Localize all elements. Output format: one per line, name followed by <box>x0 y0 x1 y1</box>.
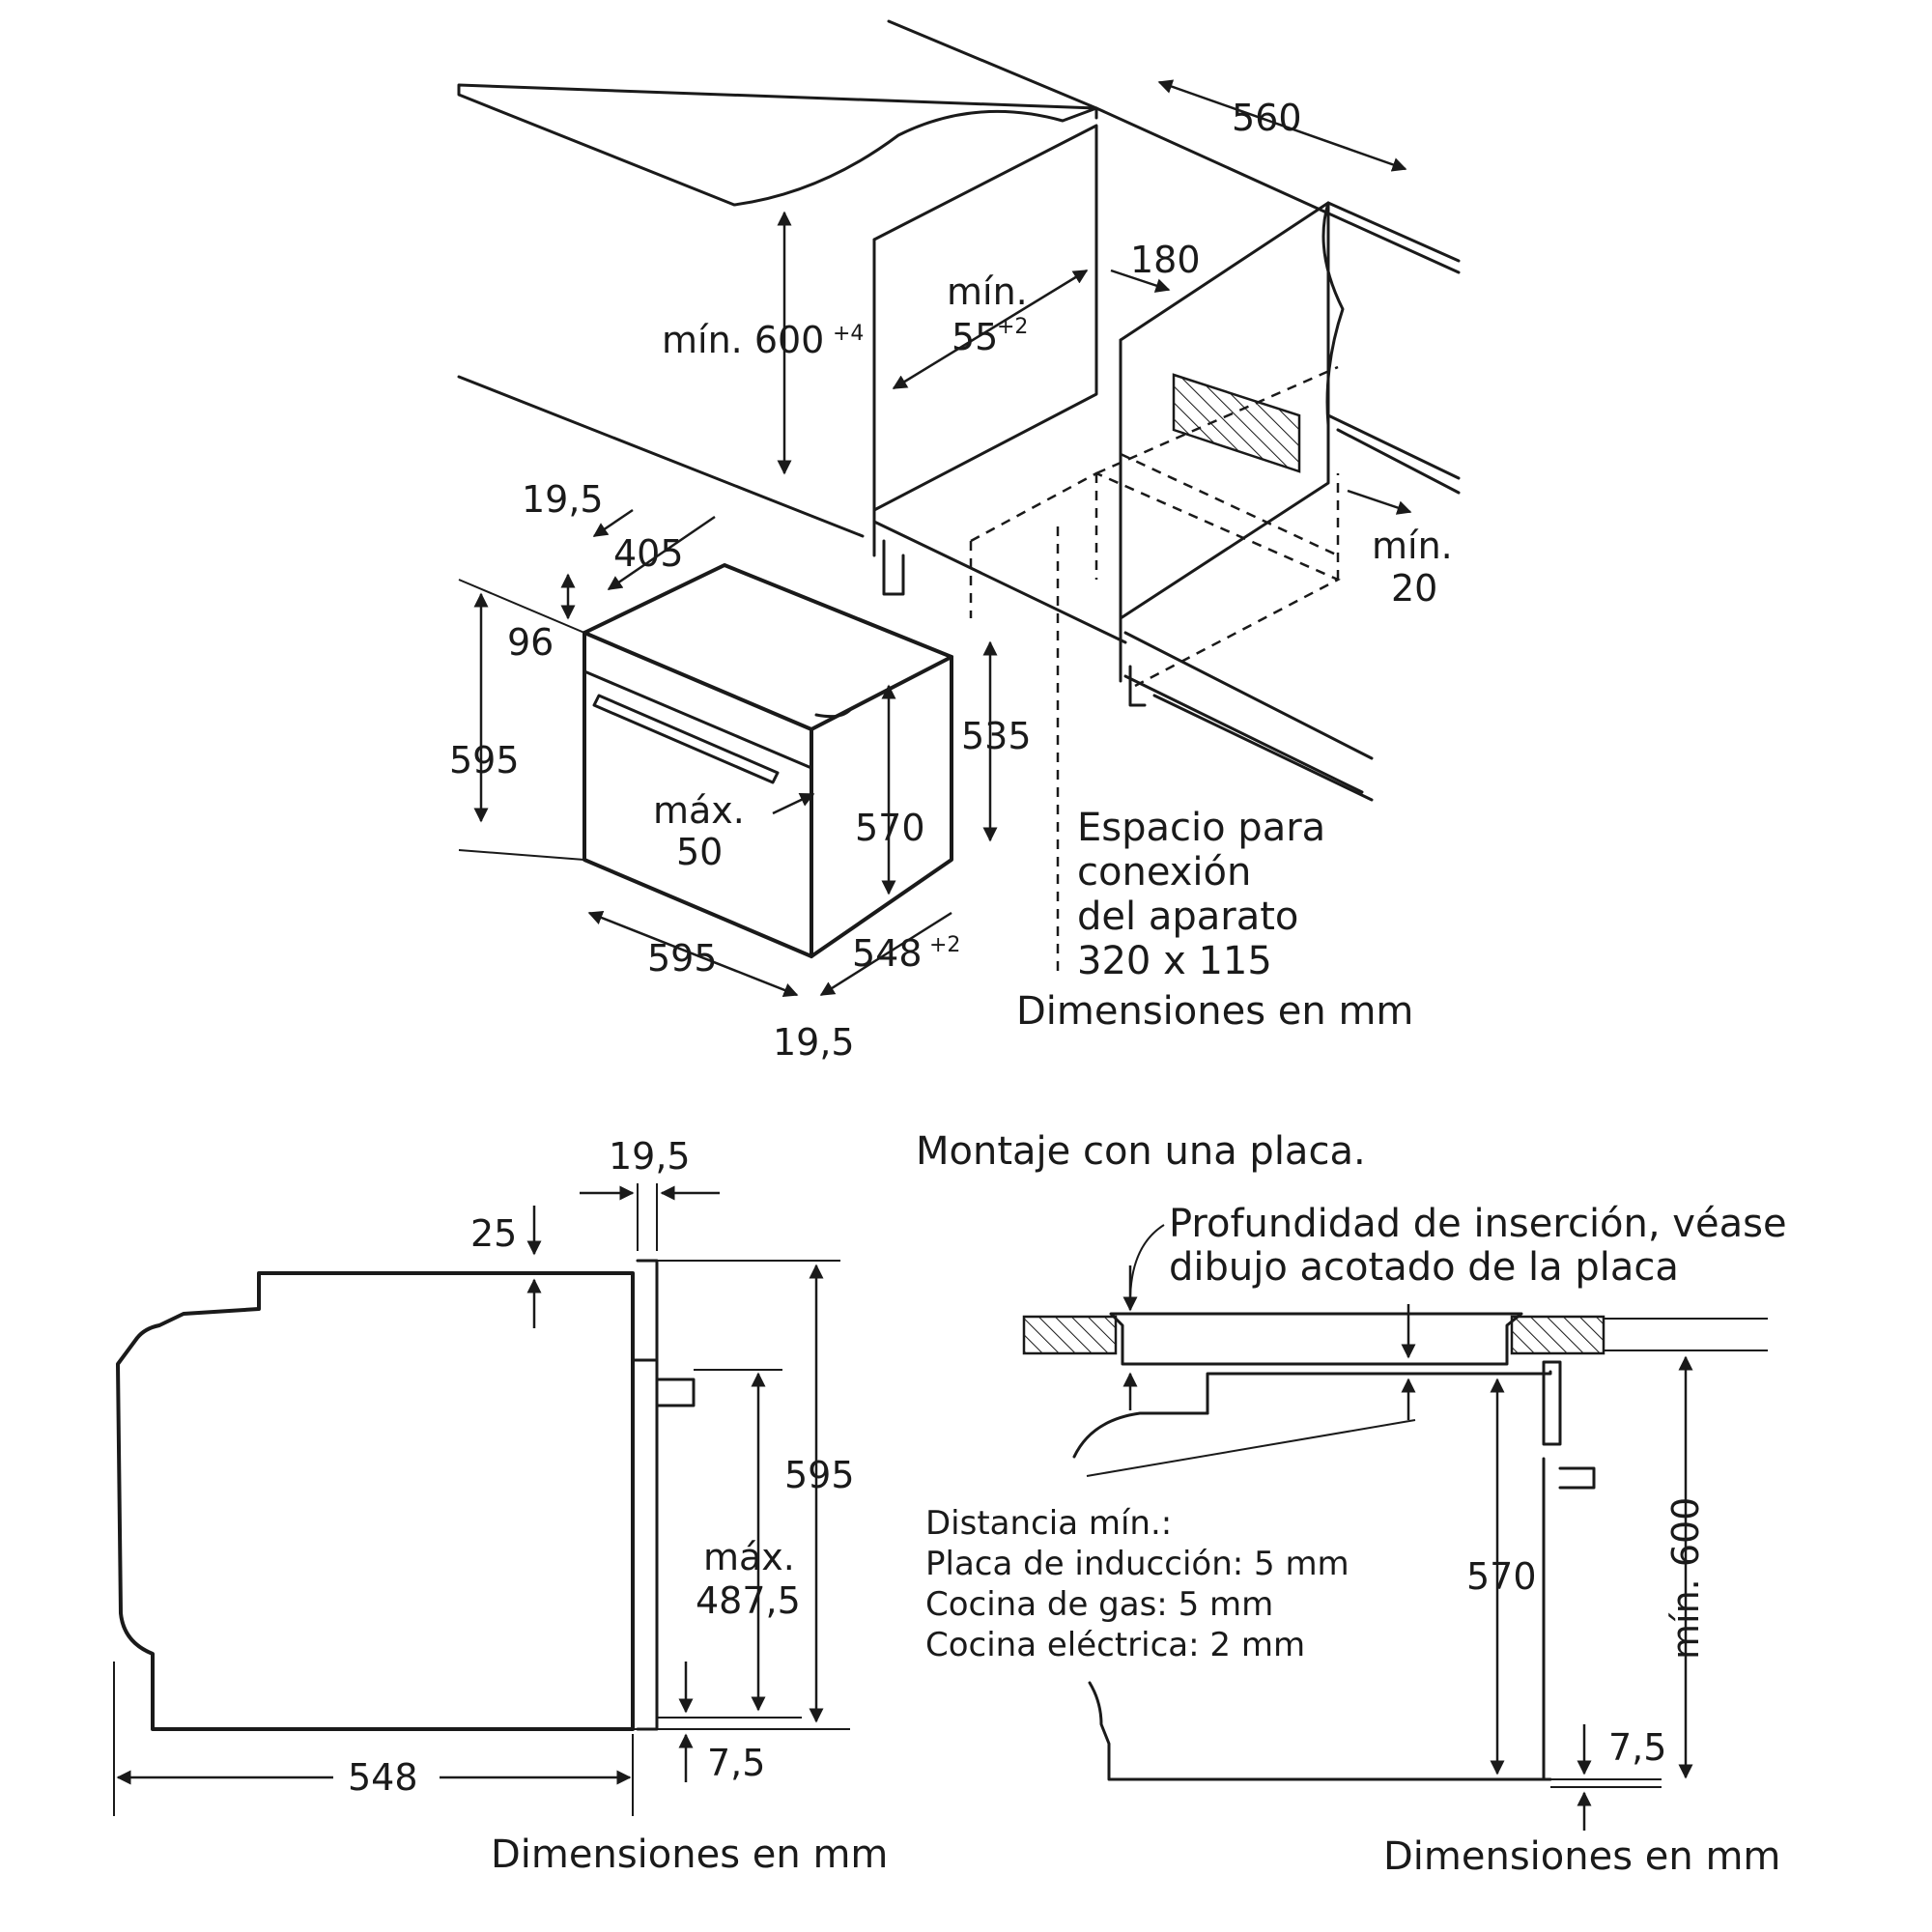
side-view: 19,5 25 595 máx. 487,5 7,5 548 Dimension… <box>113 1135 888 1877</box>
ext-line-1 <box>458 579 585 634</box>
dim-548-line <box>819 911 952 997</box>
dim-595-bottom-line <box>587 910 799 998</box>
side-label-548: 548 <box>348 1756 418 1799</box>
label-595-bottom: 595 <box>647 937 718 980</box>
oven-knob <box>655 1378 696 1407</box>
label-535: 535 <box>961 715 1032 757</box>
label-595-left: 595 <box>449 739 520 781</box>
label-55: 55 <box>952 316 998 358</box>
label-max50-1: máx. <box>653 789 745 832</box>
oven-outline-dashed-2 <box>1095 365 1339 557</box>
dist-electric: Cocina eléctrica: 2 mm <box>925 1626 1305 1664</box>
label-min600-tol: +4 <box>833 322 864 346</box>
hob-label-570: 570 <box>1466 1555 1537 1598</box>
dist-induction: Placa de inducción: 5 mm <box>925 1545 1350 1583</box>
dim-19-5-line <box>592 508 634 538</box>
base-line-1 <box>457 375 865 538</box>
hob-label-7-5: 7,5 <box>1608 1726 1666 1769</box>
label-19-5-top: 19,5 <box>522 478 604 521</box>
oven-under-hob <box>1206 1370 1552 1415</box>
oven-body-hob <box>1088 1681 1546 1781</box>
label-min: mín. <box>947 270 1028 313</box>
oven-front-hob <box>1542 1360 1562 1446</box>
cabinet-floor-line <box>872 520 1127 644</box>
hob-label-min600: mín. 600 <box>1664 1497 1707 1660</box>
dim-560-line <box>1157 79 1407 172</box>
side-label-7-5: 7,5 <box>707 1742 765 1784</box>
label-19-5-bottom: 19,5 <box>773 1021 855 1064</box>
shelf-right <box>1326 413 1461 480</box>
cabinet-foot-right <box>1128 665 1147 707</box>
label-548-tol: +2 <box>929 933 960 957</box>
oven-isometric <box>582 563 953 958</box>
oven-side-profile <box>116 1271 635 1731</box>
oven-under-hob-slant <box>1086 1419 1416 1477</box>
oven-door <box>636 1259 659 1731</box>
hob-view: Montaje con una placa. Profundidad de in… <box>916 1129 1787 1879</box>
wall-torn-edge <box>1321 201 1345 427</box>
side-label-max: máx. <box>703 1536 795 1578</box>
dim-max50-line <box>772 792 815 815</box>
dim-405-line <box>607 515 716 591</box>
worktop-left-section <box>1022 1315 1118 1355</box>
label-548: 548 <box>852 932 923 975</box>
oven-knob-hob <box>1558 1466 1596 1490</box>
base-line-4 <box>1152 694 1374 802</box>
label-min20-1: mín. <box>1372 525 1453 567</box>
label-55-tol: +2 <box>997 315 1028 339</box>
label-570: 570 <box>855 807 925 849</box>
label-180: 180 <box>1130 239 1201 281</box>
oven-control-strip <box>582 669 813 770</box>
top-caption: Dimensiones en mm <box>1016 989 1413 1034</box>
oven-side <box>810 655 953 958</box>
label-405: 405 <box>613 532 684 575</box>
connection-line-1: Espacio para <box>1077 806 1325 850</box>
connection-line-2: conexión <box>1077 850 1251 895</box>
dim-55-line <box>892 269 1089 390</box>
dim-180-line <box>1110 269 1171 293</box>
oven-handle-mount <box>814 708 852 719</box>
oven-outline-dashed <box>969 471 1341 976</box>
oven-handle <box>592 694 780 784</box>
side-label-19-5: 19,5 <box>609 1135 691 1178</box>
side-label-595: 595 <box>784 1454 855 1496</box>
label-560: 560 <box>1232 97 1302 139</box>
dist-gas: Cocina de gas: 5 mm <box>925 1585 1273 1624</box>
connection-line-3: del aparato <box>1077 895 1298 939</box>
note-leader <box>1129 1224 1165 1303</box>
cabinet-foot-left <box>882 539 905 596</box>
shelf-right-2 <box>1336 428 1461 495</box>
worktop-edge <box>457 83 1098 207</box>
oven-door-hob <box>1542 1457 1552 1781</box>
dim-min20-line <box>1347 489 1412 515</box>
oven-top <box>582 563 953 731</box>
connection-line-4: 320 x 115 <box>1077 939 1272 983</box>
hob-body <box>1109 1312 1523 1366</box>
hob-caption: Dimensiones en mm <box>1383 1834 1780 1879</box>
base-line-2 <box>1123 631 1374 760</box>
worktop-right <box>887 19 1461 274</box>
ext-line-2 <box>458 849 585 861</box>
hob-title: Montaje con una placa. <box>916 1129 1366 1174</box>
side-caption: Dimensiones en mm <box>491 1833 888 1877</box>
label-max50-2: 50 <box>676 831 723 873</box>
label-96: 96 <box>507 621 554 664</box>
hob-note-2: dibujo acotado de la placa <box>1169 1245 1679 1290</box>
label-min20-2: 20 <box>1391 567 1437 610</box>
wall-right-line <box>1326 201 1461 263</box>
side-label-25: 25 <box>470 1212 517 1255</box>
hob-note-1: Profundidad de inserción, véase <box>1169 1202 1787 1246</box>
label-min600: mín. 600 <box>662 319 824 361</box>
connection-cutout <box>1172 373 1301 473</box>
dist-title: Distancia mín.: <box>925 1504 1172 1543</box>
base-line-3 <box>1123 674 1364 794</box>
isometric-view: 560 180 mín. 55 +2 mín. 600 +4 mín. 20 1… <box>449 19 1461 1064</box>
oven-under-hob-curve <box>1072 1411 1209 1459</box>
worktop-right-section <box>1510 1315 1605 1355</box>
side-label-487: 487,5 <box>696 1579 801 1622</box>
